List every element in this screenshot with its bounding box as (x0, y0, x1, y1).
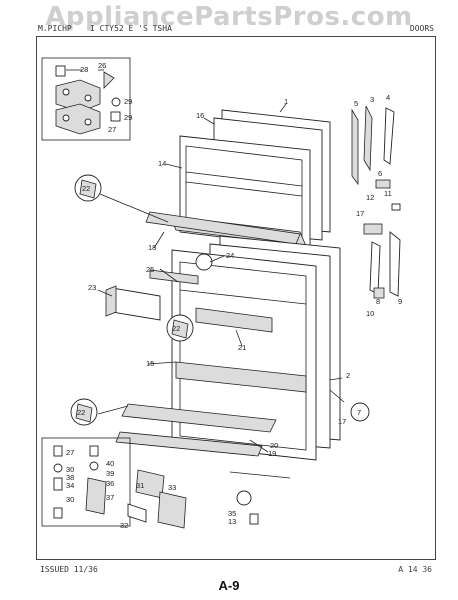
callout: 28 (80, 65, 88, 74)
callout: 26 (98, 61, 106, 70)
callout: 25 (146, 265, 154, 274)
inset-bottom-hinge (41, 437, 131, 527)
callout: 16 (196, 111, 204, 120)
callout: 10 (366, 309, 374, 318)
callout: 40 (106, 459, 114, 468)
callout: 27 (66, 448, 74, 457)
callout: 27 (108, 125, 116, 134)
document-code: A 14 36 (398, 565, 432, 574)
callout: 12 (366, 193, 374, 202)
fresh-food-door (115, 235, 341, 461)
callout-labels: 1 2 3 4 5 6 7 8 9 10 11 12 13 14 15 16 1… (66, 61, 402, 530)
callout: 22 (82, 184, 90, 193)
callout: 19 (268, 449, 276, 458)
callout: 15 (146, 359, 154, 368)
bottom-brackets (127, 469, 291, 529)
callout: 31 (136, 481, 144, 490)
callout: 22 (77, 408, 85, 417)
callout: 18 (148, 243, 156, 252)
callout: 9 (398, 297, 402, 306)
callout: 30 (66, 495, 74, 504)
callout: 22 (172, 324, 180, 333)
callout: 3 (370, 95, 374, 104)
page-header: M.PICHP I CTY52 E 'S TSHA DOORS (38, 22, 434, 36)
callout: 7 (357, 408, 361, 417)
callout: 20 (270, 441, 278, 450)
header-left: M.PICHP (38, 24, 72, 33)
callout: 37 (106, 493, 114, 502)
callout: 29 (124, 113, 132, 122)
dairy-bin (105, 253, 213, 321)
callout: 17 (356, 209, 364, 218)
callout: 24 (226, 251, 234, 260)
leader-lines (97, 103, 345, 453)
detail-magnifiers (70, 174, 194, 426)
callout: 33 (168, 483, 176, 492)
callout: 1 (284, 97, 288, 106)
callout: 34 (66, 481, 74, 490)
callout: 38 (66, 473, 74, 482)
callout: 29 (124, 97, 132, 106)
callout: 2 (346, 371, 350, 380)
freezer-door (145, 109, 331, 249)
callout: 17 (338, 417, 346, 426)
page-number: A-9 (218, 578, 240, 593)
header-right: DOORS (409, 24, 434, 33)
callout: 35 (228, 509, 236, 518)
callout: 11 (384, 189, 392, 198)
callout: 21 (238, 343, 246, 352)
inset-top-hinge (41, 57, 131, 141)
callout: 23 (88, 283, 96, 292)
callout: 13 (228, 517, 236, 526)
callout: 4 (386, 93, 390, 102)
issued-date: ISSUED 11/36 (40, 565, 98, 574)
diagram-frame (36, 36, 436, 560)
callout: 36 (106, 479, 114, 488)
watermark: AppliancePartsPros.com (45, 2, 413, 32)
callout: 5 (354, 99, 358, 108)
callout: 39 (106, 469, 114, 478)
callout: 32 (120, 521, 128, 530)
hinge-parts (350, 105, 401, 422)
header-center: I CTY52 E 'S TSHA (90, 24, 172, 33)
callout: 14 (158, 159, 166, 168)
callout: 8 (376, 297, 380, 306)
callout: 6 (378, 169, 382, 178)
callout: 30 (66, 465, 74, 474)
